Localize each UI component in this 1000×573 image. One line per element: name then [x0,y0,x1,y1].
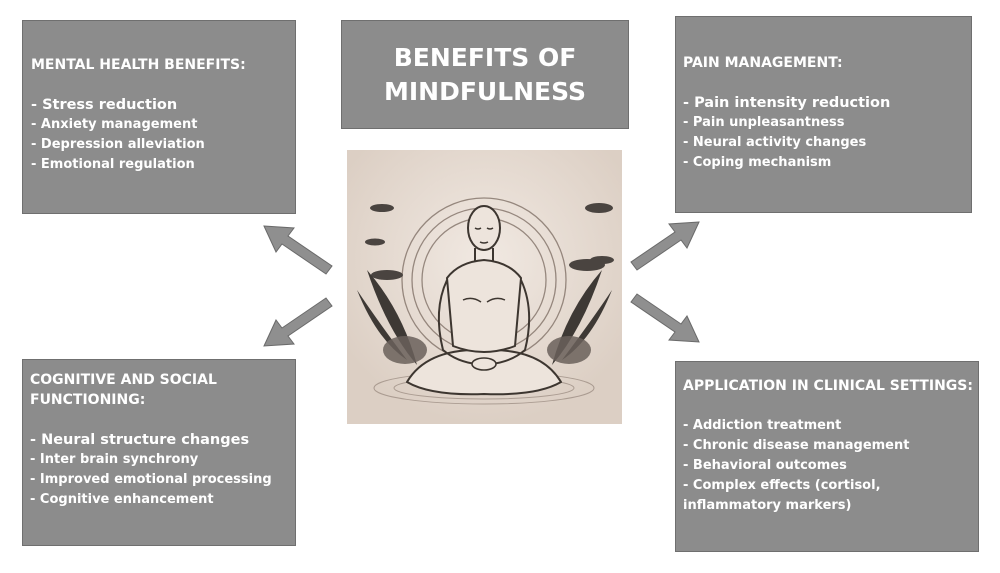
arrow-down-right-icon [630,293,700,343]
cognitive-heading-line-1: COGNITIVE AND SOCIAL [30,372,217,388]
title-line-2: MINDFULNESS [383,76,587,106]
pain-management-heading: PAIN MANAGEMENT: [683,55,843,71]
mental-health-heading: MENTAL HEALTH BENEFITS: [31,57,246,73]
pain-management-box: PAIN MANAGEMENT: - Pain intensity reduct… [675,16,972,213]
list-item: - Pain unpleasantness [683,115,845,130]
arrow-up-right-icon [630,221,700,271]
pain-management-list: - Pain intensity reduction - Pain unplea… [683,93,971,173]
arrow-down-left-icon [263,297,333,347]
list-item: - Improved emotional processing [30,472,272,487]
clinical-heading: APPLICATION IN CLINICAL SETTINGS: [683,378,973,394]
list-item: - Behavioral outcomes [683,458,847,473]
diagram-title: BENEFITS OF MINDFULNESS [341,20,629,129]
cognitive-list: - Neural structure changes - Inter brain… [30,430,295,510]
list-item: - Complex effects (cortisol, [683,478,881,493]
list-item: - Inter brain synchrony [30,452,199,467]
clinical-settings-box: APPLICATION IN CLINICAL SETTINGS: - Addi… [675,361,979,552]
mental-health-list: - Stress reduction - Anxiety management … [31,95,295,175]
list-item: - Emotional regulation [31,157,195,172]
clinical-list: - Addiction treatment - Chronic disease … [683,416,978,516]
list-item: - Addiction treatment [683,418,842,433]
list-item: - Cognitive enhancement [30,492,214,507]
list-item: inflammatory markers) [683,498,852,513]
list-item: - Anxiety management [31,117,198,132]
list-item: - Stress reduction [31,97,178,113]
list-item: - Chronic disease management [683,438,910,453]
list-item: - Pain intensity reduction [683,95,891,111]
cognitive-social-box: COGNITIVE AND SOCIAL FUNCTIONING: - Neur… [22,359,296,546]
cognitive-heading-line-2: FUNCTIONING: [30,392,146,408]
arrow-up-left-icon [263,225,333,275]
list-item: - Neural structure changes [30,432,250,448]
list-item: - Depression alleviation [31,137,205,152]
list-item: - Neural activity changes [683,135,867,150]
mental-health-box: MENTAL HEALTH BENEFITS: - Stress reducti… [22,20,296,214]
title-line-1: BENEFITS OF [393,42,577,72]
meditation-illustration [347,150,622,424]
list-item: - Coping mechanism [683,155,832,170]
